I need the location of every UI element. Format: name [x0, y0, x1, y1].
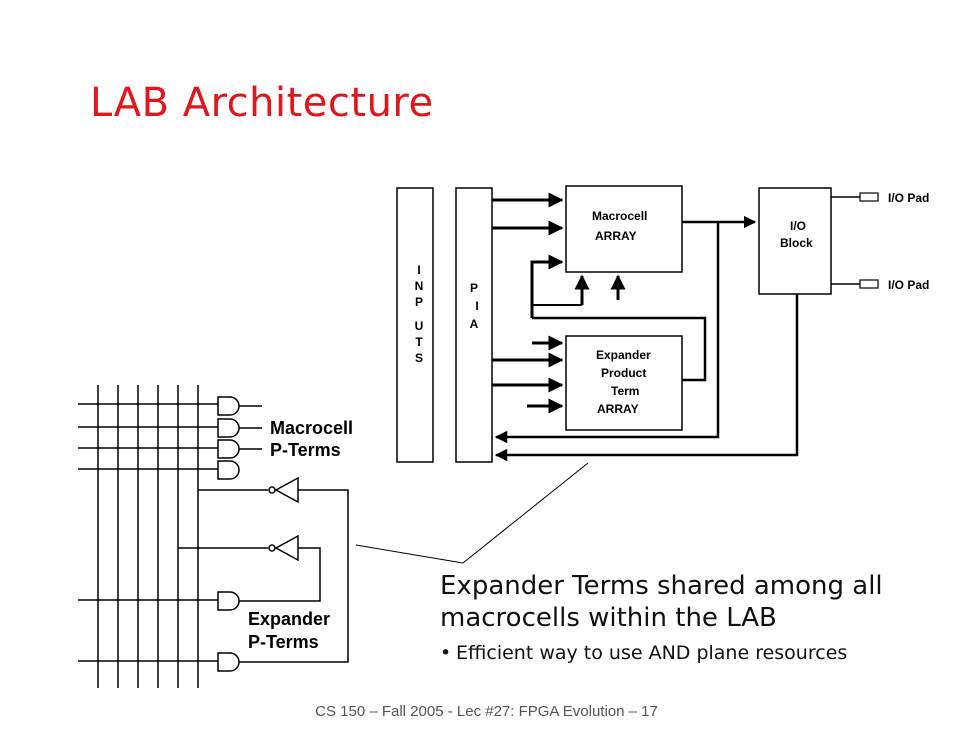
svg-text:Expander: Expander: [596, 348, 651, 362]
svg-text:T: T: [415, 335, 423, 349]
svg-text:I: I: [417, 263, 420, 277]
svg-text:S: S: [415, 351, 423, 365]
io-pad-bottom-box: [859, 279, 879, 289]
bullet-text: Efficient way to use AND plane resources: [456, 642, 848, 664]
svg-text:Expander: Expander: [248, 609, 330, 629]
io-pad-bottom-label: I/O Pad: [888, 278, 929, 292]
io-pad-top-label: I/O Pad: [888, 191, 929, 205]
svg-text:Term: Term: [611, 384, 639, 398]
expander-array-box: [565, 335, 683, 431]
svg-text:P-Terms: P-Terms: [270, 440, 341, 460]
expander-pterms-label: Expander P-Terms: [248, 609, 330, 652]
svg-text:ARRAY: ARRAY: [597, 402, 639, 416]
bullet-dot-icon: •: [440, 642, 452, 664]
macrocell-array-box: [565, 185, 683, 273]
and-plane-detail: [78, 385, 349, 688]
callout-lines: [355, 462, 589, 564]
svg-text:I: I: [475, 299, 478, 313]
pia-label: P I A: [470, 281, 479, 331]
bullet-item: •Efficient way to use AND plane resource…: [440, 642, 847, 664]
io-pad-top-box: [859, 192, 879, 202]
headline-line-2: macrocells within the LAB: [440, 603, 777, 633]
expander-array-label: Expander Product Term ARRAY: [596, 348, 651, 416]
macrocell-array-label: Macrocell ARRAY: [592, 209, 647, 243]
svg-text:Macrocell: Macrocell: [270, 418, 353, 438]
inputs-column: [396, 187, 434, 463]
io-block-label: I/O Block: [780, 219, 813, 250]
inputs-label: I N P U T S: [415, 263, 424, 365]
svg-text:P: P: [470, 281, 478, 295]
svg-text:Macrocell: Macrocell: [592, 209, 647, 223]
svg-text:Block: Block: [780, 236, 813, 250]
svg-text:Product: Product: [601, 366, 646, 380]
block-diagram: [396, 185, 879, 463]
slide-title: LAB Architecture: [90, 80, 434, 126]
slide-footer: CS 150 – Fall 2005 - Lec #27: FPGA Evolu…: [315, 703, 658, 720]
svg-text:P: P: [415, 295, 423, 309]
headline-line-1: Expander Terms shared among all: [440, 571, 883, 601]
svg-text:P-Terms: P-Terms: [248, 632, 319, 652]
io-block-box: [758, 187, 832, 295]
svg-text:I/O: I/O: [790, 219, 806, 233]
svg-text:U: U: [415, 319, 424, 333]
pia-column: [455, 187, 493, 463]
headline-text: Expander Terms shared among all macrocel…: [440, 570, 883, 634]
macrocell-pterms-label: Macrocell P-Terms: [270, 418, 353, 460]
svg-text:A: A: [470, 317, 479, 331]
svg-text:ARRAY: ARRAY: [595, 229, 637, 243]
svg-text:N: N: [415, 279, 424, 293]
